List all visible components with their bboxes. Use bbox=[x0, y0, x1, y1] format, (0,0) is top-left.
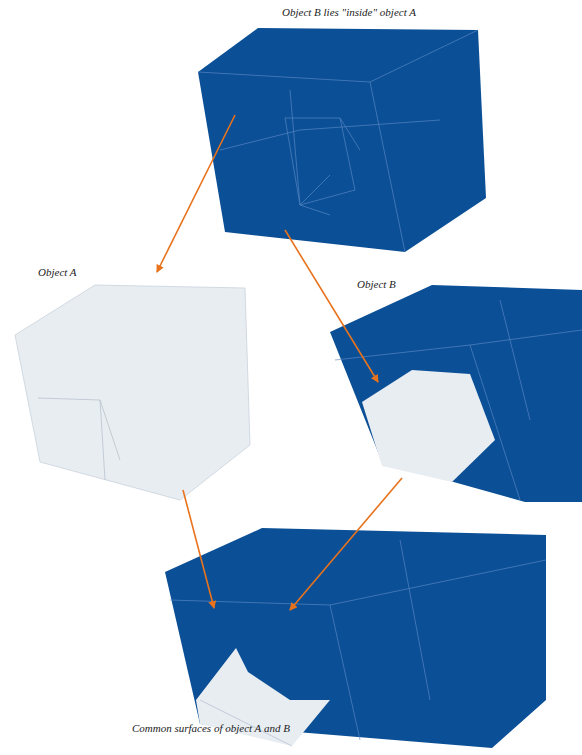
cube-combined bbox=[198, 28, 486, 252]
object-b-shape bbox=[330, 285, 582, 502]
object-a-shape bbox=[15, 285, 250, 500]
process-arrows bbox=[157, 115, 402, 610]
top-caption: Object B lies "inside" object A bbox=[282, 6, 416, 19]
result-caption: Common surfaces of object A and B bbox=[132, 722, 290, 735]
common-surfaces-shape bbox=[165, 528, 546, 748]
object-label: Object A bbox=[38, 266, 77, 279]
object-label: Object B bbox=[357, 278, 396, 291]
